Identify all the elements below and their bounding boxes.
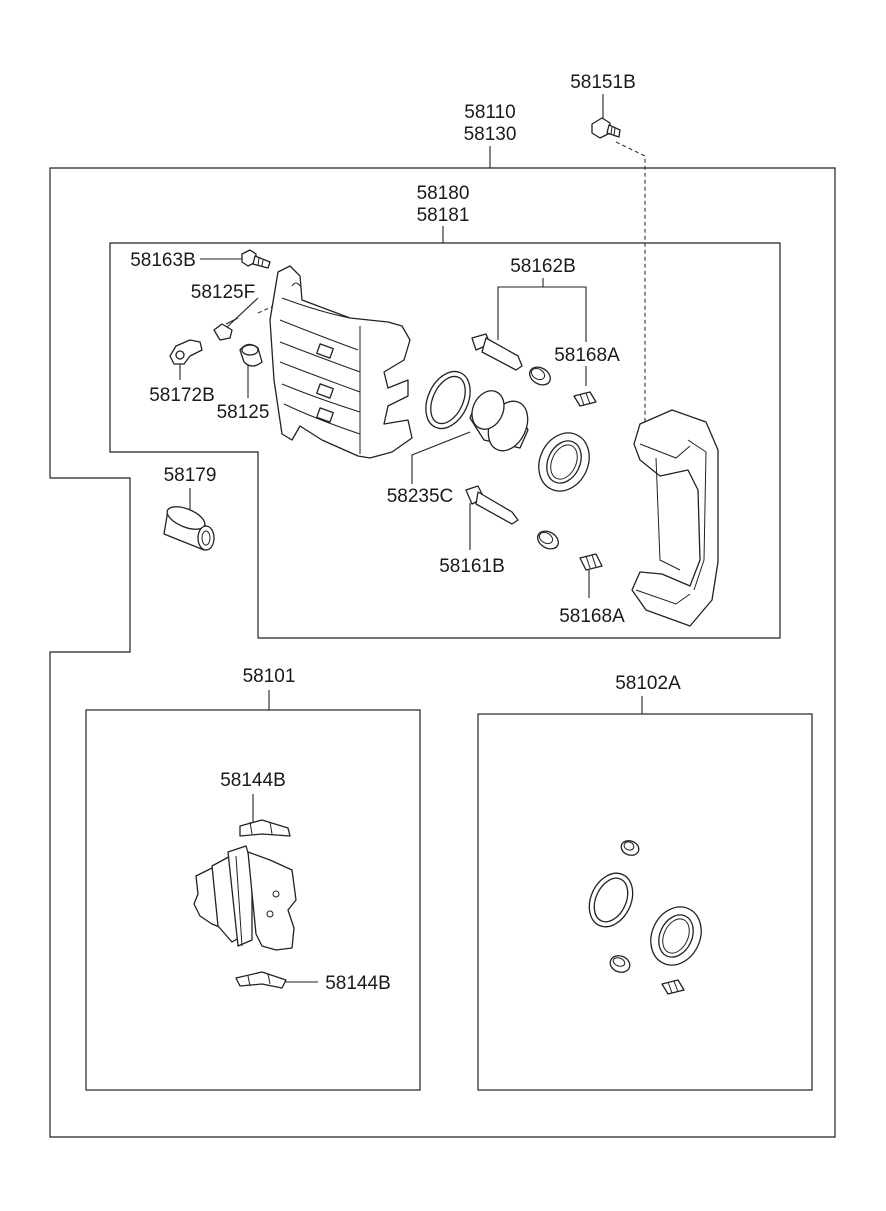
label-58172B: 58172B — [149, 385, 215, 406]
guide-pin-icon — [465, 485, 519, 525]
bushing-icon — [163, 506, 215, 551]
label-58181: 58181 — [417, 205, 470, 226]
bleeder-screw-icon — [213, 317, 239, 341]
bolt-icon — [591, 117, 621, 139]
label-58235C: 58235C — [387, 486, 454, 507]
label-58101: 58101 — [243, 666, 296, 687]
label-58162B: 58162B — [510, 256, 576, 277]
label-58110: 58110 — [464, 102, 515, 123]
piston-icon — [469, 390, 529, 452]
guide-pin-icon — [579, 553, 603, 571]
caliper-bracket-icon — [631, 409, 719, 627]
dust-boot-icon — [529, 366, 551, 386]
pad-clip-icon — [239, 819, 291, 837]
outer-assembly-outline — [49, 167, 836, 1138]
bolt-icon — [241, 249, 271, 269]
cap-icon — [239, 343, 263, 367]
caliper-body-icon — [269, 265, 413, 459]
guide-pin-icon — [573, 391, 597, 407]
seal-ring-icon — [425, 370, 471, 430]
dust-boot-icon — [620, 840, 640, 856]
brake-pad-icon — [193, 845, 297, 951]
guide-pin-icon — [471, 333, 523, 371]
dust-boot-icon — [609, 955, 631, 973]
wear-sensor-icon — [169, 339, 203, 365]
label-58151B: 58151B — [570, 72, 636, 93]
guide-pin-icon — [661, 979, 685, 995]
label-58125: 58125 — [217, 402, 270, 423]
label-58125F: 58125F — [191, 282, 255, 303]
label-58180: 58180 — [417, 183, 470, 204]
label-58161B: 58161B — [439, 556, 505, 577]
label-58130: 58130 — [464, 124, 517, 145]
label-58179: 58179 — [164, 465, 217, 486]
pad-kit-box — [85, 709, 421, 1091]
dust-boot-icon — [537, 530, 559, 550]
seal-kit-box — [477, 713, 813, 1091]
seal-ring-icon — [588, 872, 634, 928]
pad-clip-icon — [235, 971, 287, 989]
label-58144B-top: 58144B — [220, 770, 286, 791]
label-58168A-bottom: 58168A — [559, 606, 625, 627]
label-58102A: 58102A — [615, 673, 681, 694]
label-58144B-bottom: 58144B — [325, 973, 391, 994]
dust-boot-icon — [538, 432, 590, 492]
label-58168A-top: 58168A — [554, 345, 620, 366]
dust-boot-icon — [650, 906, 702, 966]
caliper-subassembly-outline — [109, 242, 781, 639]
label-58163B: 58163B — [130, 250, 196, 271]
